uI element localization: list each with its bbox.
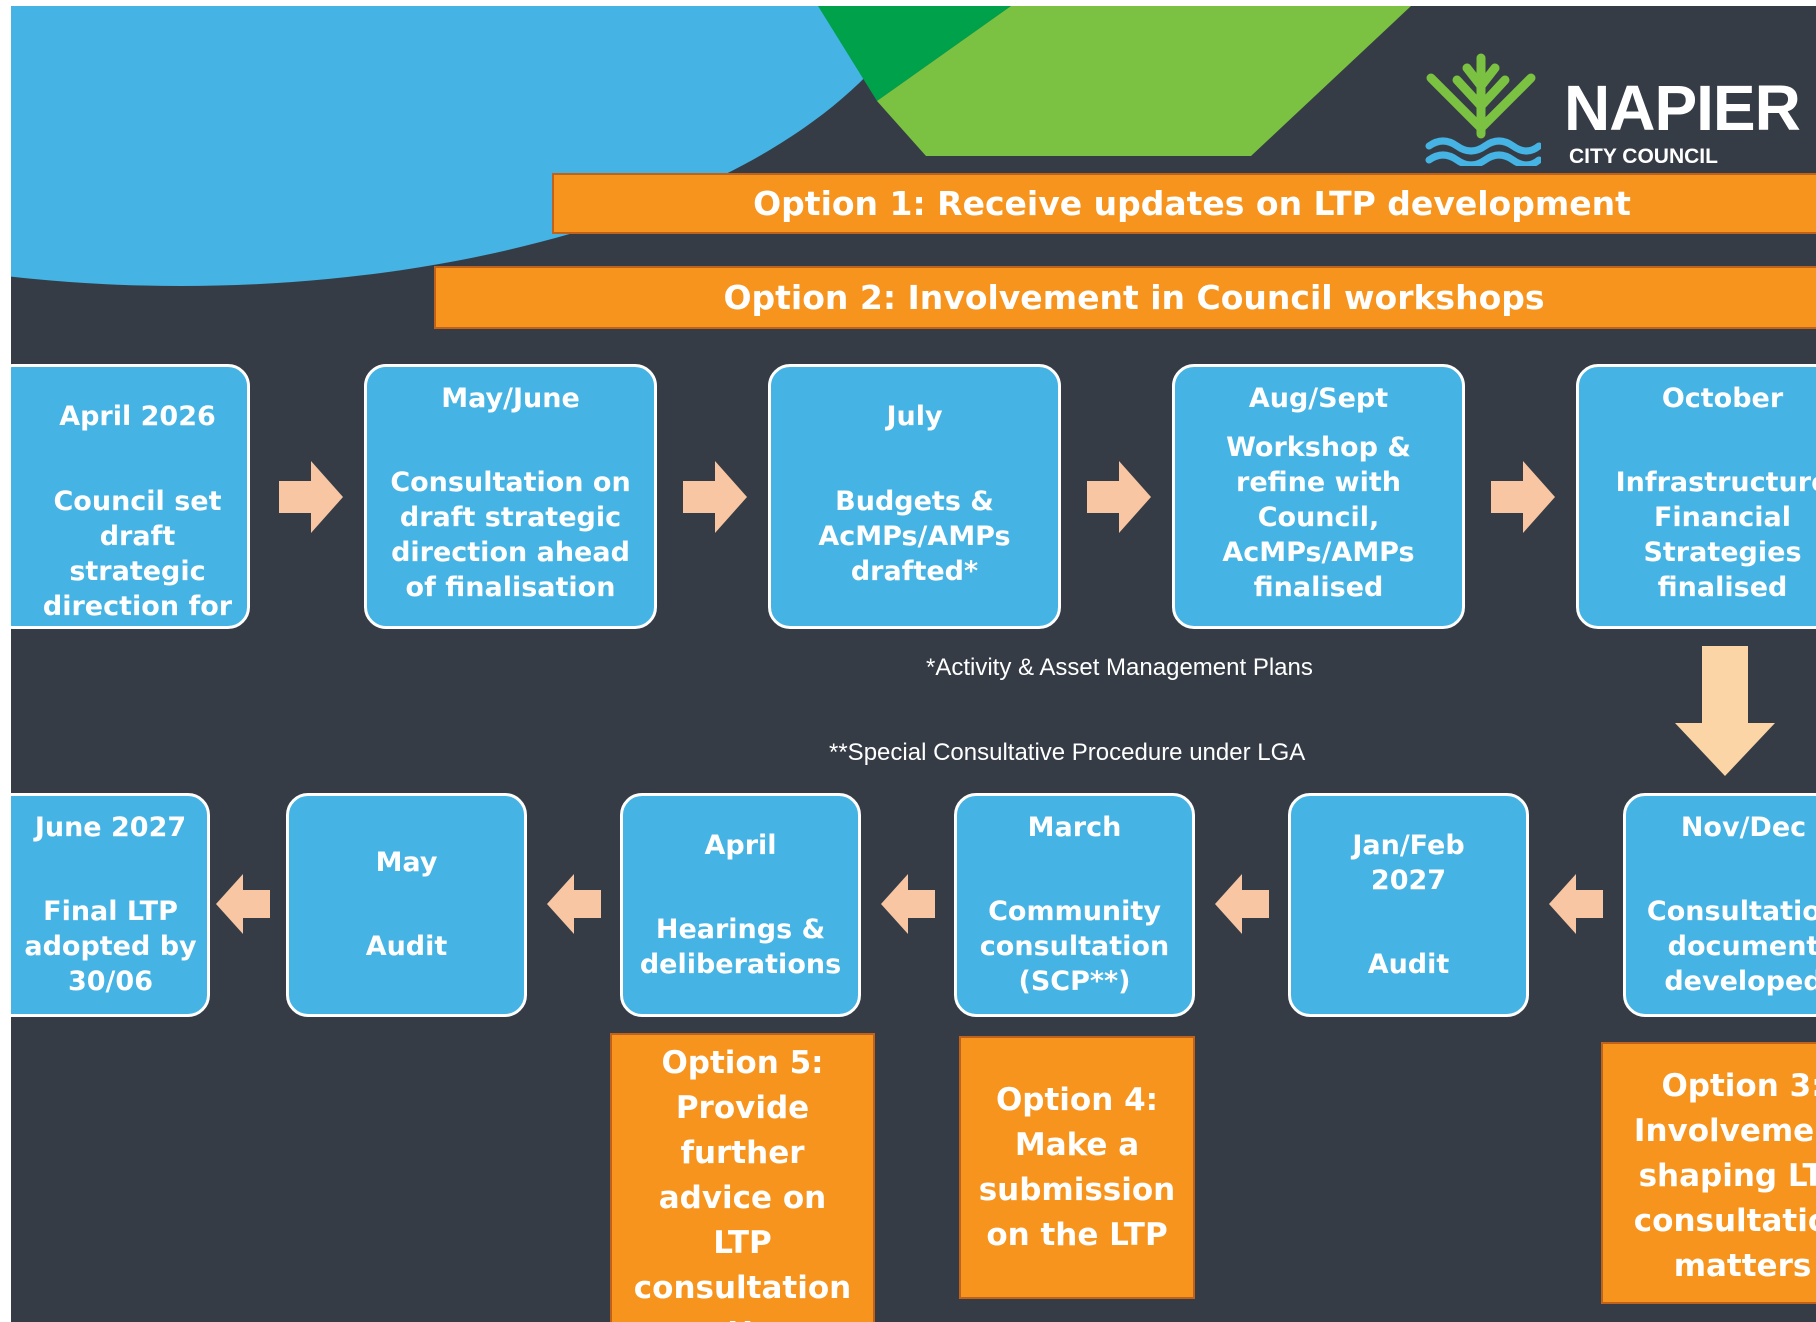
step-title: June 2027 — [34, 812, 187, 843]
option-5-box: Option 5: Provide further advice on LTP … — [610, 1033, 875, 1322]
arrow-down — [1675, 646, 1775, 776]
step-title: May/June — [441, 383, 580, 414]
step-may: May Audit — [286, 793, 527, 1017]
napier-logo-icon — [1425, 53, 1541, 166]
arrow-left-3 — [881, 874, 935, 934]
step-body: Workshop & refine with Council, AcMPs/AM… — [1222, 432, 1415, 603]
step-body: Council set draft strategic direction fo… — [42, 486, 233, 622]
step-april: April Hearings & deliberations — [620, 793, 861, 1017]
step-body: Audit — [1367, 949, 1450, 980]
note-scp: **Special Consultative Procedure under L… — [829, 739, 1306, 766]
note-amp: *Activity & Asset Management Plans — [926, 654, 1313, 681]
arrow-right-1 — [279, 461, 343, 533]
arrow-left-1 — [216, 874, 270, 934]
step-title: July — [886, 401, 943, 432]
step-title: March — [1027, 812, 1122, 843]
step-title: May — [375, 847, 438, 878]
step-nov-dec: Nov/Dec Consultation document developed — [1623, 793, 1816, 1017]
arrow-right-2 — [683, 461, 747, 533]
arrow-left-5 — [1549, 874, 1603, 934]
option-2-banner: Option 2: Involvement in Council worksho… — [434, 266, 1816, 329]
option-1-banner: Option 1: Receive updates on LTP develop… — [552, 173, 1816, 234]
step-body: Audit — [365, 931, 448, 962]
arrow-right-4 — [1491, 461, 1555, 533]
step-may-june: May/June Consultation on draft strategic… — [364, 364, 657, 629]
option-4-box: Option 4: Make a submission on the LTP — [959, 1036, 1195, 1299]
step-aug-sept: Aug/Sept Workshop & refine with Council,… — [1172, 364, 1465, 629]
light-green-shape — [877, 6, 1411, 156]
step-body: Community consultation (SCP**) — [979, 896, 1170, 997]
step-title: April — [704, 830, 777, 861]
arrow-left-4 — [1215, 874, 1269, 934]
step-june-2027: June 2027 Final LTP adopted by 30/06 — [11, 793, 210, 1017]
logo-subtitle: CITY COUNCIL — [1569, 145, 1718, 168]
step-jan-feb-2027: Jan/Feb 2027 Audit — [1288, 793, 1529, 1017]
step-body: Infrastructure Financial Strategies fina… — [1615, 467, 1816, 603]
dark-green-shape — [818, 6, 1011, 101]
step-title: Aug/Sept — [1248, 383, 1389, 414]
option-3-box: Option 3: Involvement shaping LTP consul… — [1601, 1042, 1816, 1304]
arrow-left-2 — [547, 874, 601, 934]
step-title: October — [1661, 383, 1784, 414]
step-october: October Infrastructure Financial Strateg… — [1576, 364, 1816, 629]
step-march: March Community consultation (SCP**) — [954, 793, 1195, 1017]
step-title: April 2026 — [59, 401, 216, 432]
step-april-2026: April 2026 Council set draft strategic d… — [11, 364, 250, 629]
step-body: Budgets & AcMPs/AMPs drafted* — [818, 486, 1011, 587]
step-body: Consultation document developed — [1646, 896, 1816, 997]
diagram-canvas: NAPIER CITY COUNCIL Option 1: Receive up… — [11, 6, 1816, 1322]
step-title: Jan/Feb 2027 — [1352, 830, 1465, 896]
step-title: Nov/Dec — [1680, 812, 1807, 843]
step-july: July Budgets & AcMPs/AMPs drafted* — [768, 364, 1061, 629]
step-body: Consultation on draft strategic directio… — [390, 467, 631, 603]
step-body: Hearings & deliberations — [639, 914, 842, 980]
step-body: Final LTP adopted by 30/06 — [24, 896, 197, 997]
logo-name: NAPIER — [1564, 72, 1801, 144]
blue-circle-shape — [11, 6, 918, 286]
background-decoration — [11, 6, 1411, 286]
arrow-right-3 — [1087, 461, 1151, 533]
